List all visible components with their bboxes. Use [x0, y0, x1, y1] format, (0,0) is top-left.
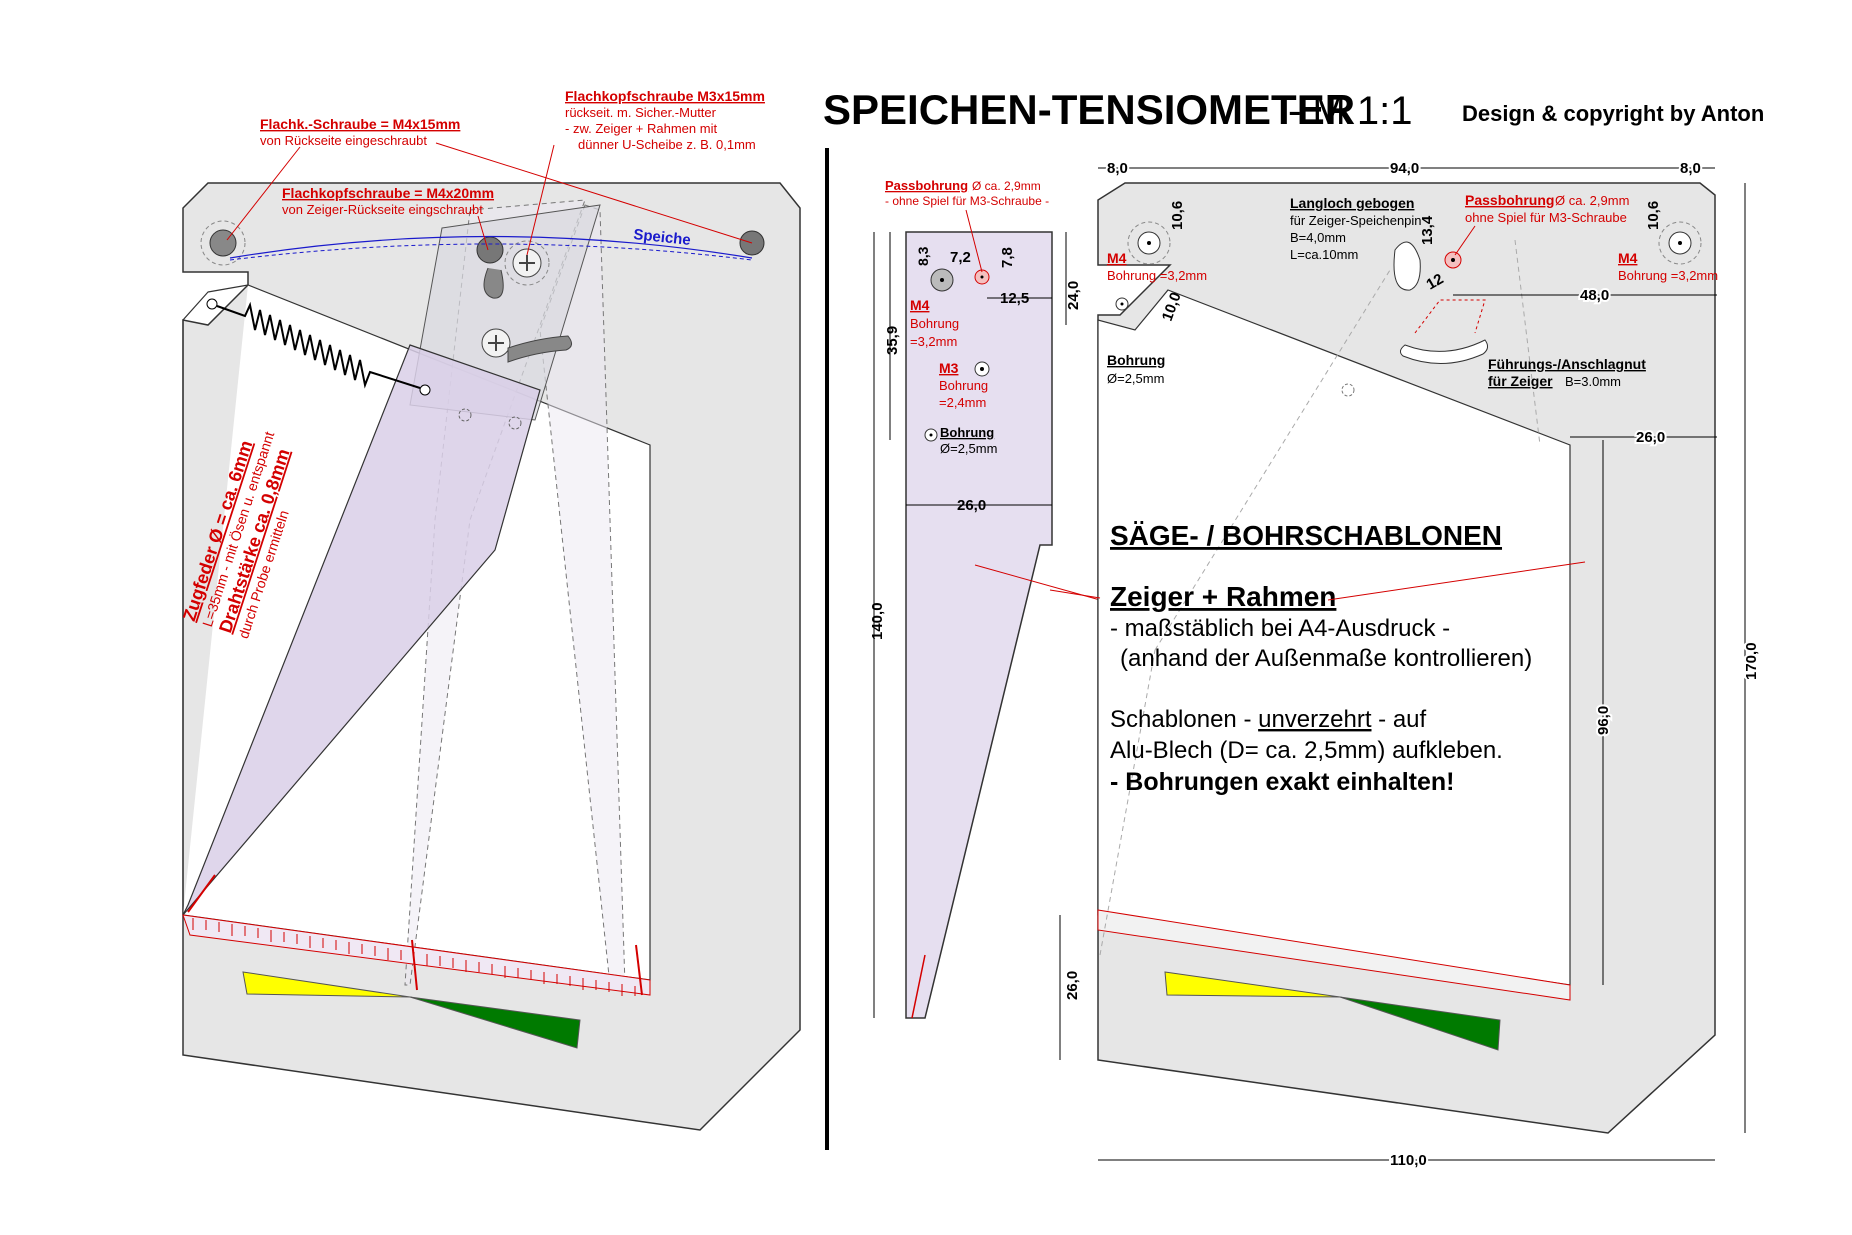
screw-m4x20-note: von Zeiger-Rückseite eingschraubt: [282, 202, 483, 217]
frame-m4-right-title: M4: [1618, 250, 1638, 266]
frame-template: 8,0 94,0 8,0 10,6 10,6 13,4 12 48,0 10,0…: [1059, 158, 1762, 1171]
dim-8-0-left: 8,0: [1107, 160, 1128, 177]
groove-for: für Zeiger: [1488, 373, 1553, 389]
pointer-pass-note: - ohne Spiel für M3-Schraube -: [885, 194, 1049, 208]
dim-26-0-top: 26,0: [1636, 429, 1665, 446]
notes-line2: (anhand der Außenmaße kontrollieren): [1120, 645, 1532, 672]
notes-line5: - Bohrungen exakt einhalten!: [1110, 768, 1454, 796]
pointer-m3-title: M3: [939, 360, 959, 376]
spoke-label: Speiche: [633, 226, 692, 249]
notes-line4: Alu-Blech (D= ca. 2,5mm) aufkleben.: [1110, 737, 1503, 764]
dim-13-4: 13,4: [1419, 215, 1436, 245]
dim-48-0: 48,0: [1580, 287, 1609, 304]
groove-width: B=3.0mm: [1565, 374, 1621, 389]
slot-line1: für Zeiger-Speichenpin: [1290, 213, 1422, 228]
frame-pass-title: Passbohrung: [1465, 192, 1554, 208]
curved-slot-icon: [1393, 241, 1421, 291]
screw-m4x15-title: Flachk.-Schraube = M4x15mm: [260, 116, 460, 132]
frame-hole-title: Bohrung: [1107, 352, 1165, 368]
pointer-m4-line1: Bohrung: [910, 316, 959, 331]
dim-7-2: 7,2: [950, 249, 971, 266]
notes-subheading: Zeiger + Rahmen: [1110, 581, 1336, 612]
pointer-m4-line2: =3,2mm: [910, 334, 957, 349]
screw-m3x15-title: Flachkopfschraube M3x15mm: [565, 88, 765, 104]
frame-hole-size: Ø=2,5mm: [1107, 371, 1164, 386]
dim-10-6-right: 10,6: [1645, 201, 1662, 230]
dim-10-6-left: 10,6: [1169, 201, 1186, 230]
slot-title: Langloch gebogen: [1290, 195, 1414, 211]
pointer-hole-title: Bohrung: [940, 425, 994, 440]
tension-scale: [182, 914, 651, 996]
pointer-m3-line2: =2,4mm: [939, 395, 986, 410]
screw-m3x15-note1: rückseit. m. Sicher.-Mutter: [565, 105, 717, 120]
dim-7-8: 7,8: [999, 247, 1016, 268]
frame-m4-left-text: Bohrung =3,2mm: [1107, 268, 1207, 283]
dim-26-0-bottom: 26,0: [1064, 971, 1081, 1000]
pointer-m3-line1: Bohrung: [939, 378, 988, 393]
pointer-template: Passbohrung Ø ca. 2,9mm - ohne Spiel für…: [869, 178, 1101, 1019]
dim-170-0: 170,0: [1743, 642, 1760, 680]
screw-m3x15-note3: dünner U-Scheibe z. B. 0,1mm: [578, 137, 756, 152]
notes-heading: SÄGE- / BOHRSCHABLONEN: [1110, 520, 1502, 551]
dim-35-9: 35,9: [884, 326, 901, 355]
notes-line3: Schablonen - unverzehrt - auf: [1110, 706, 1427, 733]
dim-96-0: 96,0: [1595, 706, 1612, 735]
dim-12: 12: [1424, 270, 1447, 293]
screw-m4x20-title: Flachkopfschraube = M4x20mm: [282, 185, 494, 201]
pointer-arm: [182, 344, 541, 916]
dim-94-0: 94,0: [1390, 160, 1419, 177]
pointer-template-shape: [905, 231, 1053, 1019]
dim-110-0: 110,0: [1390, 1152, 1427, 1169]
spoke-line: [229, 235, 753, 259]
dim-8-3: 8,3: [915, 246, 931, 266]
scale-label: - M 1:1: [1288, 89, 1412, 133]
notes-line3-b: - auf: [1372, 706, 1427, 733]
scale-yellow-zone: [242, 971, 411, 998]
scale-green-zone: [409, 996, 581, 1049]
pointer-m4-title: M4: [910, 297, 930, 313]
slot-line3: L=ca.10mm: [1290, 247, 1358, 262]
dim-24-0: 24,0: [1065, 281, 1082, 310]
spring-icon: [206, 298, 431, 396]
pointer-pass-title: Passbohrung: [885, 178, 968, 193]
dim-8-0-right: 8,0: [1680, 160, 1701, 177]
screw-m3x15-note2: - zw. Zeiger + Rahmen mit: [565, 121, 717, 136]
frame-pass-size: Ø ca. 2,9mm: [1555, 193, 1629, 208]
guide-groove-icon: [1399, 339, 1489, 364]
dim-140-0: 140,0: [869, 602, 886, 640]
frame-m4-left-title: M4: [1107, 250, 1127, 266]
pointer-hole-size: Ø=2,5mm: [940, 441, 997, 456]
page-title: SPEICHEN-TENSIOMETER: [823, 86, 1355, 133]
assembly-view: Speiche Flachk.-Schraube = M4x15mm von R…: [179, 88, 801, 1131]
frame-m4-right-text: Bohrung =3,2mm: [1618, 268, 1718, 283]
pointer-pass-size: Ø ca. 2,9mm: [972, 179, 1041, 193]
notes-line3-a: Schablonen -: [1110, 706, 1258, 733]
groove-title: Führungs-/Anschlagnut: [1488, 356, 1646, 372]
copyright: Design & copyright by Anton: [1462, 101, 1764, 126]
frame-pass-note: ohne Spiel für M3-Schraube: [1465, 210, 1627, 225]
notes-line1: - maßstäblich bei A4-Ausdruck -: [1110, 615, 1450, 642]
screw-m4x15-note: von Rückseite eingeschraubt: [260, 133, 427, 148]
notes-line3-u: unverzehrt: [1258, 706, 1372, 733]
slot-line2: B=4,0mm: [1290, 230, 1346, 245]
notes-block: SÄGE- / BOHRSCHABLONEN Zeiger + Rahmen -…: [1049, 520, 1586, 796]
